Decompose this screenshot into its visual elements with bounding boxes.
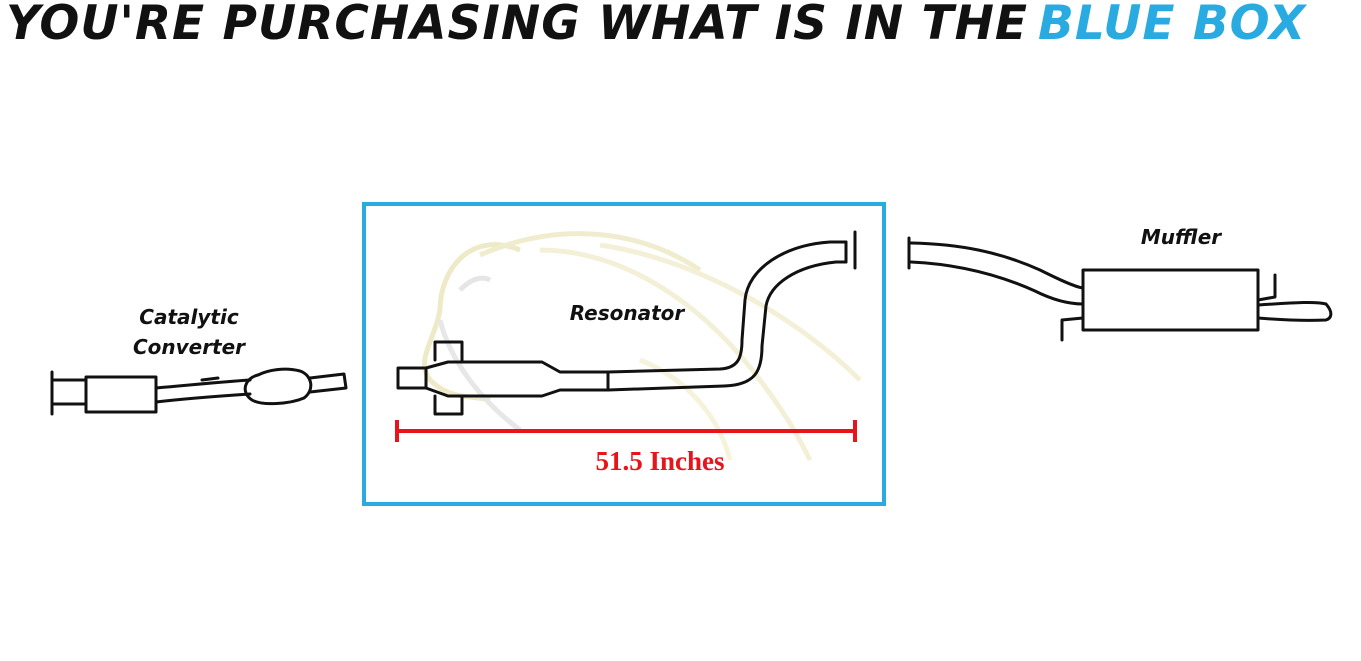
muffler-label: Muffler [1141,225,1222,249]
purchase-highlight-box [362,202,886,506]
horse-watermark-icon [422,231,862,462]
catalytic-converter-label-line1: Catalytic [139,305,239,329]
resonator-part [396,230,857,416]
catalytic-converter-part [50,367,348,416]
length-measurement [395,420,857,442]
length-measurement-label: 51.5 Inches [595,446,724,476]
catalytic-converter-label-line2: Converter [133,335,246,359]
title-main: YOU'RE PURCHASING WHAT IS IN THE [6,0,1029,51]
title-highlight: BLUE BOX [1038,0,1307,51]
muffler-part [907,236,1333,342]
resonator-label: Resonator [570,301,686,325]
